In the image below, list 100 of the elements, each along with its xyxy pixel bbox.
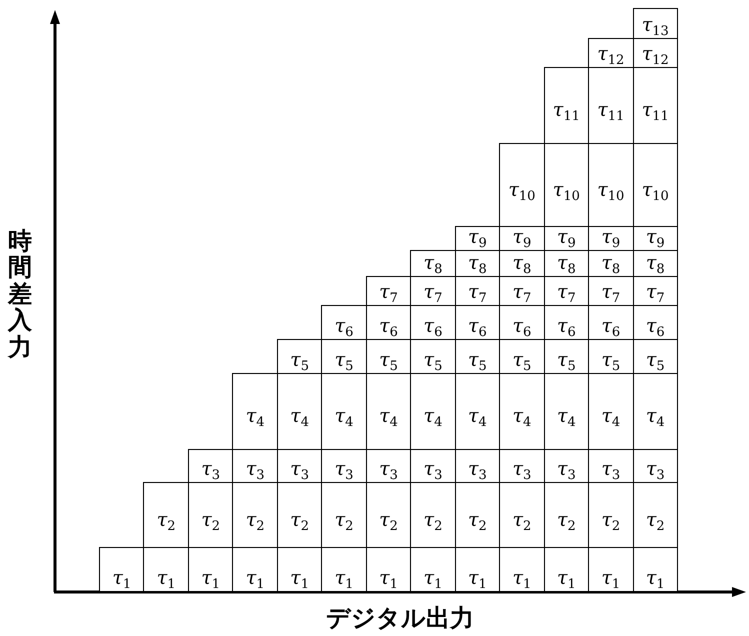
tau-label: τ$_{1}$ bbox=[601, 569, 620, 591]
tau-label: τ$_{2}$ bbox=[246, 510, 264, 530]
tau-label: τ$_{6}$ bbox=[512, 317, 532, 339]
tau-label: τ$_{9}$ bbox=[601, 228, 620, 250]
tau-label: τ$_{3}$ bbox=[379, 460, 398, 482]
tau-cell bbox=[276, 339, 322, 374]
tau-label: τ$_{5}$ bbox=[556, 351, 576, 373]
tau-label: τ$_{8}$ bbox=[512, 254, 532, 276]
tau-cell bbox=[588, 38, 634, 68]
y-axis-label: 時間差入力 bbox=[8, 228, 32, 360]
tau-label: τ$_{1}$ bbox=[246, 569, 264, 591]
tau-label: τ$_{12}$ bbox=[597, 45, 624, 67]
tau-label: τ$_{10}$ bbox=[552, 180, 580, 200]
tau-label: τ$_{6}$ bbox=[646, 317, 665, 339]
tau-label: τ$_{4}$ bbox=[556, 407, 576, 426]
tau-label: τ$_{1}$ bbox=[290, 569, 309, 591]
tau-label: τ$_{5}$ bbox=[468, 351, 487, 373]
tau-label: τ$_{2}$ bbox=[290, 510, 309, 530]
tau-label: τ$_{7}$ bbox=[424, 283, 442, 305]
tau-label: τ$_{5}$ bbox=[424, 351, 442, 373]
tau-label: τ$_{7}$ bbox=[468, 283, 487, 305]
tau-label: τ$_{1}$ bbox=[468, 569, 487, 591]
tau-label: τ$_{3}$ bbox=[601, 460, 620, 482]
tau-label: τ$_{1}$ bbox=[512, 569, 532, 591]
tau-cell bbox=[632, 547, 678, 592]
tau-label: τ$_{10}$ bbox=[508, 180, 536, 200]
tau-cell bbox=[410, 250, 456, 277]
tau-label: τ$_{4}$ bbox=[334, 407, 354, 426]
tau-label: τ$_{2}$ bbox=[646, 510, 665, 530]
tau-label: τ$_{9}$ bbox=[512, 228, 532, 250]
tau-label: τ$_{2}$ bbox=[379, 510, 398, 530]
tau-label: τ$_{4}$ bbox=[601, 407, 620, 426]
tau-label: τ$_{4}$ bbox=[468, 407, 487, 426]
tau-label: τ$_{8}$ bbox=[556, 254, 576, 276]
tau-label: τ$_{3}$ bbox=[334, 460, 354, 482]
tau-label: τ$_{1}$ bbox=[112, 569, 132, 591]
tau-label: τ$_{7}$ bbox=[646, 283, 665, 305]
tau-label: τ$_{8}$ bbox=[424, 254, 442, 276]
tau-label: τ$_{6}$ bbox=[468, 317, 487, 339]
tau-label: τ$_{4}$ bbox=[246, 407, 264, 426]
tau-label: τ$_{1}$ bbox=[556, 569, 576, 591]
tau-label: τ$_{4}$ bbox=[424, 407, 442, 426]
tau-label: τ$_{1}$ bbox=[646, 569, 665, 591]
tau-label: τ$_{8}$ bbox=[468, 254, 487, 276]
tau-label: τ$_{5}$ bbox=[512, 351, 532, 373]
tau-label: τ$_{6}$ bbox=[379, 317, 398, 339]
tau-label: τ$_{3}$ bbox=[556, 460, 576, 482]
tau-label: τ$_{2}$ bbox=[468, 510, 487, 530]
tau-label: τ$_{11}$ bbox=[597, 101, 624, 120]
tau-label: τ$_{1}$ bbox=[156, 569, 176, 591]
tau-label: τ$_{7}$ bbox=[556, 283, 576, 305]
tau-cell bbox=[632, 8, 678, 39]
tau-label: τ$_{1}$ bbox=[334, 569, 354, 591]
tau-label: τ$_{9}$ bbox=[556, 228, 576, 250]
tau-label: τ$_{1}$ bbox=[379, 569, 398, 591]
tau-label: τ$_{4}$ bbox=[290, 407, 309, 426]
tau-label: τ$_{2}$ bbox=[601, 510, 620, 530]
tau-label: τ$_{3}$ bbox=[646, 460, 665, 482]
tau-label: τ$_{7}$ bbox=[379, 283, 398, 305]
tau-label: τ$_{11}$ bbox=[552, 101, 580, 120]
tau-label: τ$_{6}$ bbox=[556, 317, 576, 339]
tau-label: τ$_{5}$ bbox=[379, 351, 398, 373]
tau-label: τ$_{6}$ bbox=[334, 317, 354, 339]
tau-label: τ$_{4}$ bbox=[379, 407, 398, 426]
tau-cell bbox=[499, 143, 545, 227]
tau-label: τ$_{9}$ bbox=[646, 228, 665, 250]
tau-label: τ$_{8}$ bbox=[601, 254, 620, 276]
tau-label: τ$_{5}$ bbox=[601, 351, 620, 373]
tau-label: τ$_{2}$ bbox=[424, 510, 442, 530]
tau-label: τ$_{2}$ bbox=[201, 510, 220, 530]
tau-label: τ$_{11}$ bbox=[642, 101, 669, 120]
tau-label: τ$_{8}$ bbox=[646, 254, 665, 276]
tau-label: τ$_{3}$ bbox=[201, 460, 220, 482]
tau-label: τ$_{10}$ bbox=[597, 180, 624, 200]
tau-label: τ$_{2}$ bbox=[512, 510, 532, 530]
tau-label: τ$_{6}$ bbox=[424, 317, 442, 339]
tau-label: τ$_{2}$ bbox=[156, 510, 176, 530]
tau-label: τ$_{3}$ bbox=[468, 460, 487, 482]
tau-label: τ$_{2}$ bbox=[334, 510, 354, 530]
tau-cell bbox=[188, 449, 234, 483]
tau-label: τ$_{4}$ bbox=[512, 407, 532, 426]
tau-label: τ$_{9}$ bbox=[468, 228, 487, 250]
tau-label: τ$_{5}$ bbox=[646, 351, 665, 373]
tau-cell bbox=[454, 226, 500, 251]
tau-label: τ$_{5}$ bbox=[334, 351, 354, 373]
tau-label: τ$_{3}$ bbox=[290, 460, 309, 482]
tau-cell bbox=[366, 276, 412, 306]
tau-cell bbox=[544, 67, 590, 144]
tau-cell bbox=[99, 547, 144, 592]
tau-label: τ$_{1}$ bbox=[424, 569, 442, 591]
tau-label: τ$_{10}$ bbox=[642, 180, 669, 200]
tau-label: τ$_{3}$ bbox=[424, 460, 442, 482]
tau-label: τ$_{7}$ bbox=[512, 283, 532, 305]
tau-label: τ$_{3}$ bbox=[512, 460, 532, 482]
tau-cell bbox=[232, 373, 278, 450]
tau-label: τ$_{7}$ bbox=[601, 283, 620, 305]
tau-label: τ$_{12}$ bbox=[642, 45, 669, 67]
tau-label: τ$_{3}$ bbox=[246, 460, 264, 482]
tau-label: τ$_{5}$ bbox=[290, 351, 309, 373]
tau-label: τ$_{4}$ bbox=[646, 407, 665, 426]
